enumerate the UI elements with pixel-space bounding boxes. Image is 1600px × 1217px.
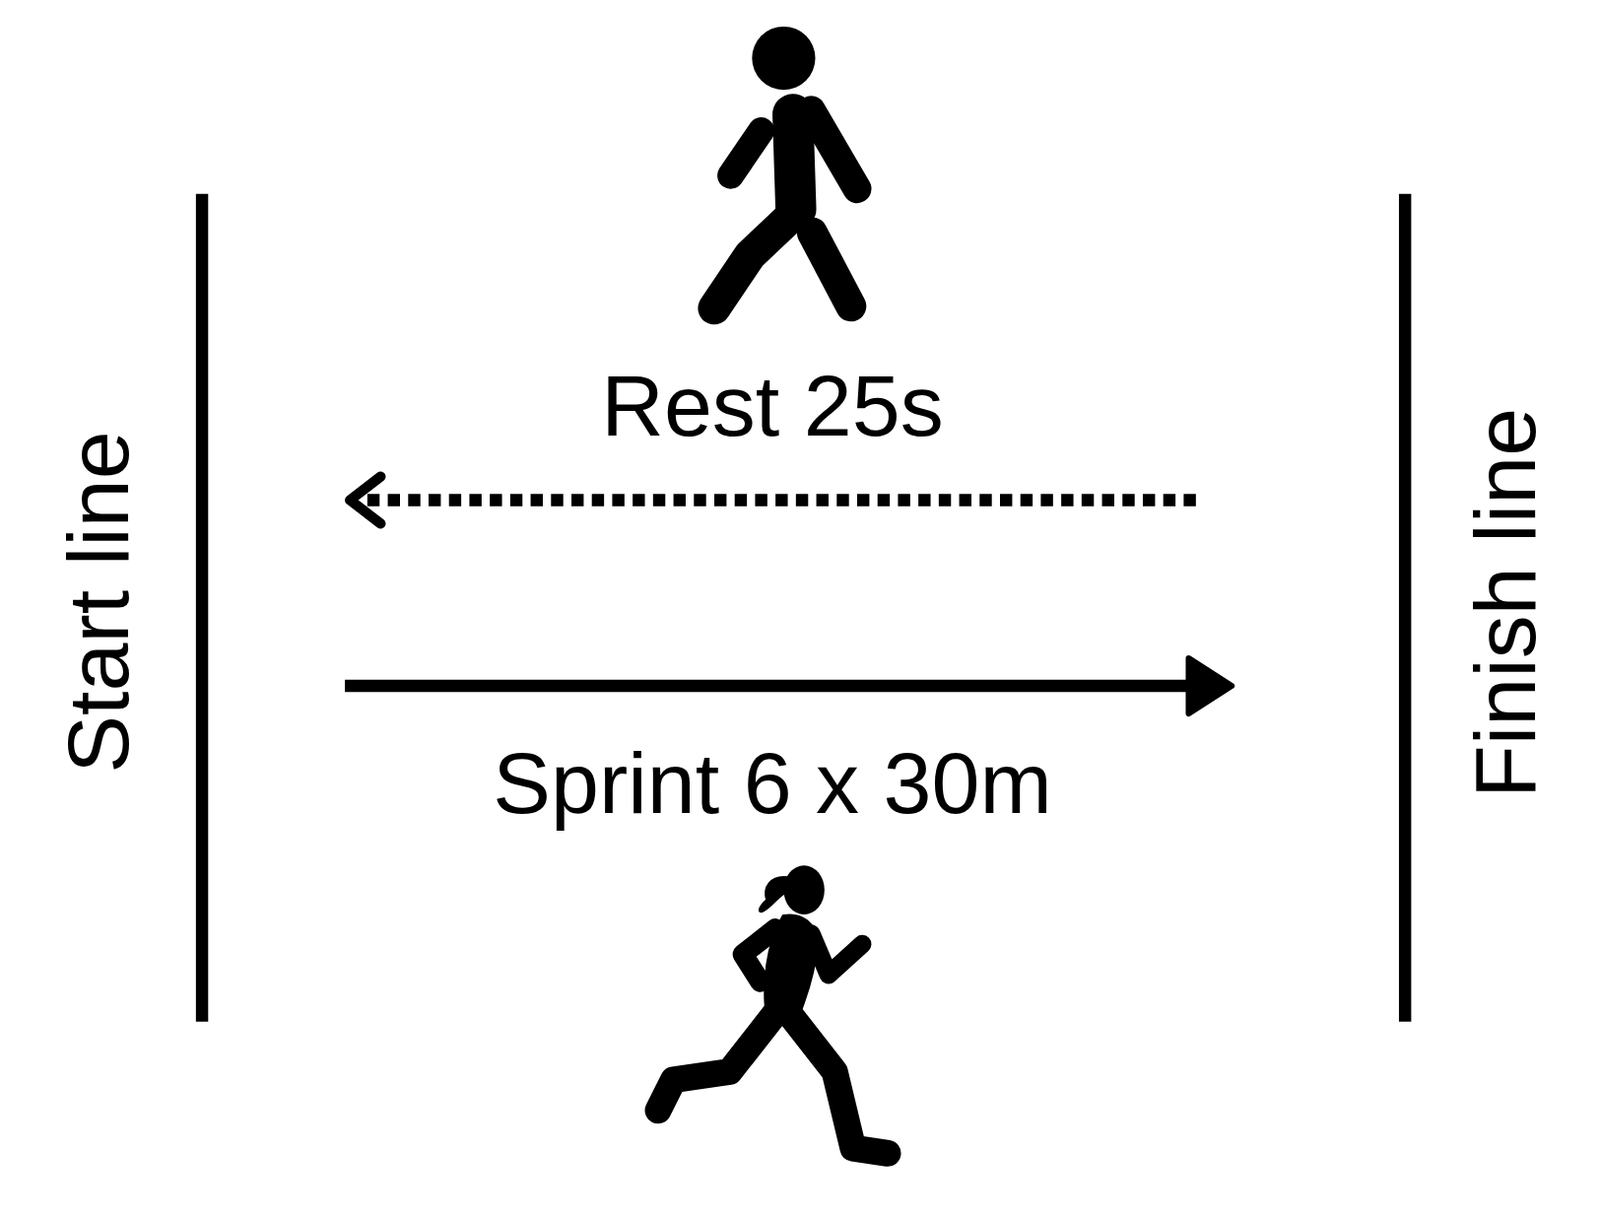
runner-ponytail [759,876,788,911]
sprint-arrowhead [1189,658,1232,714]
runner-head [783,865,824,915]
rest-arrow-shaft [359,493,1197,506]
runner-front-leg [791,1015,888,1154]
start-line [196,194,208,1022]
sprint-arrow-shaft [344,679,1200,692]
rest-label: Rest 25s [600,355,943,456]
rest-arrowhead [349,476,381,525]
finish-line [1399,194,1411,1022]
runner-icon [658,865,888,1153]
finish-line-label: Finish line [1455,407,1555,799]
walker-icon [714,26,858,309]
start-line-label: Start line [48,430,148,773]
walker-back-arm [731,131,762,177]
runner-front-arm [810,933,863,975]
walker-head [751,26,815,90]
drill-group [201,26,1405,1153]
walker-torso [793,114,797,209]
runner-back-arm [742,928,776,982]
sprint-label: Sprint 6 x 30m [492,733,1052,833]
runner-back-leg [658,1009,778,1110]
walker-front-leg [811,232,851,307]
walker-front-arm [810,110,858,190]
walker-back-leg [714,219,789,309]
